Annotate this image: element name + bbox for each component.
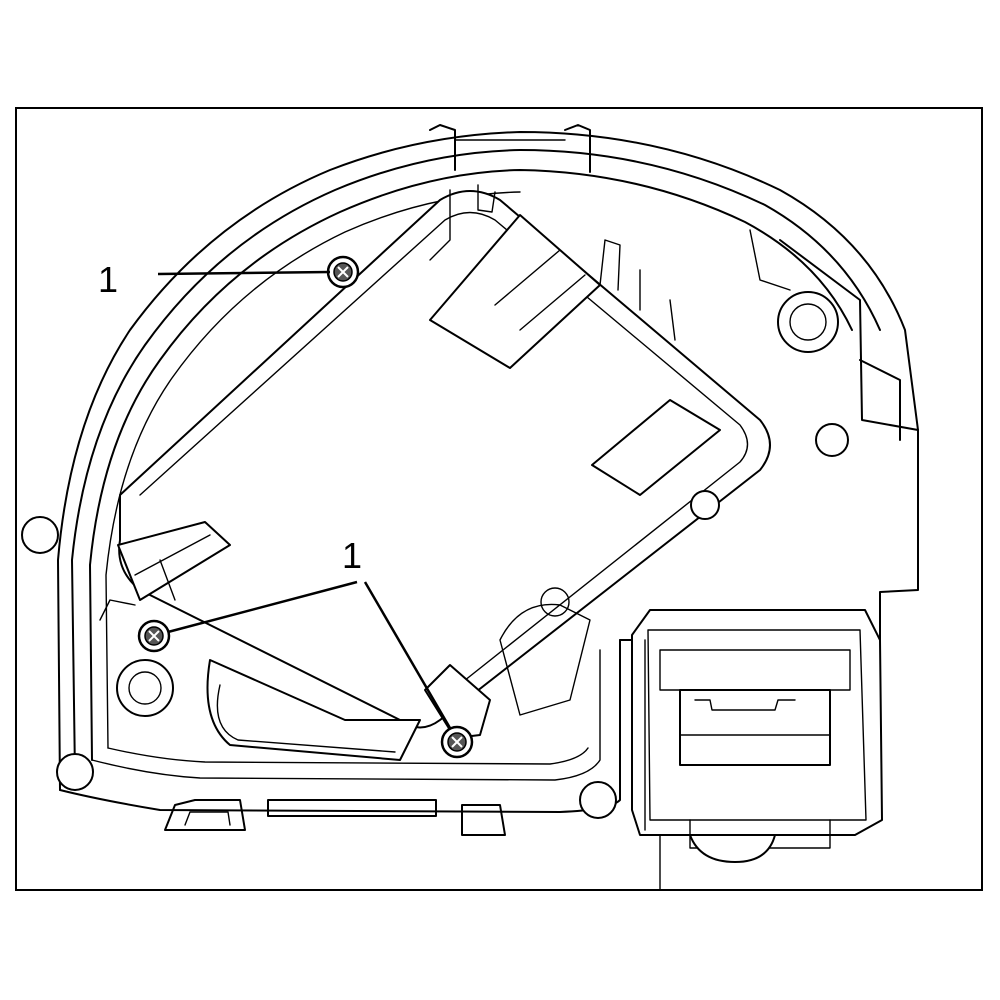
bottom-slots xyxy=(164,799,506,836)
callout-top: 1 xyxy=(98,259,331,300)
leader-line xyxy=(363,581,452,729)
connector-housing xyxy=(631,609,883,891)
screw-head-icon xyxy=(137,619,171,653)
callout-label: 1 xyxy=(98,259,118,300)
control-module xyxy=(99,184,771,761)
screw-head-icon xyxy=(326,255,360,289)
screws xyxy=(137,255,474,759)
screw-head-icon xyxy=(440,725,474,759)
callout-bottom: 1 xyxy=(167,535,452,729)
mounting-lugs xyxy=(21,291,849,819)
leader-line xyxy=(167,580,358,634)
housing-outline xyxy=(57,124,919,813)
callout-label: 1 xyxy=(342,535,362,576)
leader-line xyxy=(157,270,331,276)
